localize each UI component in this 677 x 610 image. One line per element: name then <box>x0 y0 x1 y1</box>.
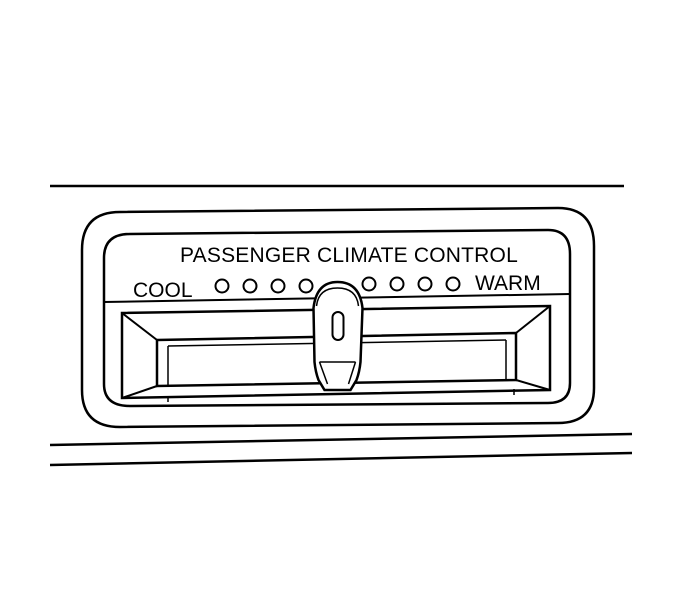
indicator-dot-warm-4 <box>445 276 461 292</box>
indicator-dot-cool-2 <box>242 278 258 294</box>
dashboard-lower-line-1 <box>49 432 633 447</box>
panel-title: PASSENGER CLIMATE CONTROL <box>180 244 518 267</box>
indicator-dot-cool-1 <box>214 278 230 294</box>
indicator-dot-warm-2 <box>389 276 405 292</box>
indicator-dot-warm-3 <box>417 276 433 292</box>
indicator-dot-cool-4 <box>298 278 314 294</box>
knob-front-left <box>318 361 329 385</box>
track-bevel-br <box>515 379 551 391</box>
dashboard-lower-line-2 <box>49 451 633 467</box>
bezel-outer <box>80 206 596 429</box>
indicator-dot-warm-1 <box>361 276 377 292</box>
track-bevel-bl <box>121 385 158 399</box>
slider-track <box>120 304 552 402</box>
temperature-slider-knob[interactable] <box>312 280 364 392</box>
indicator-dot-cool-3 <box>270 278 286 294</box>
track-bevel-tr <box>515 305 551 334</box>
knob-grip-slot <box>331 311 345 341</box>
indicator-dots <box>214 276 461 294</box>
track-bevel-tl <box>121 312 158 341</box>
warm-label: WARM <box>475 272 541 295</box>
bezel-inner <box>102 228 572 408</box>
cool-label: COOL <box>133 279 193 302</box>
knob-ridge <box>315 287 360 307</box>
knob-front-right <box>347 361 357 385</box>
